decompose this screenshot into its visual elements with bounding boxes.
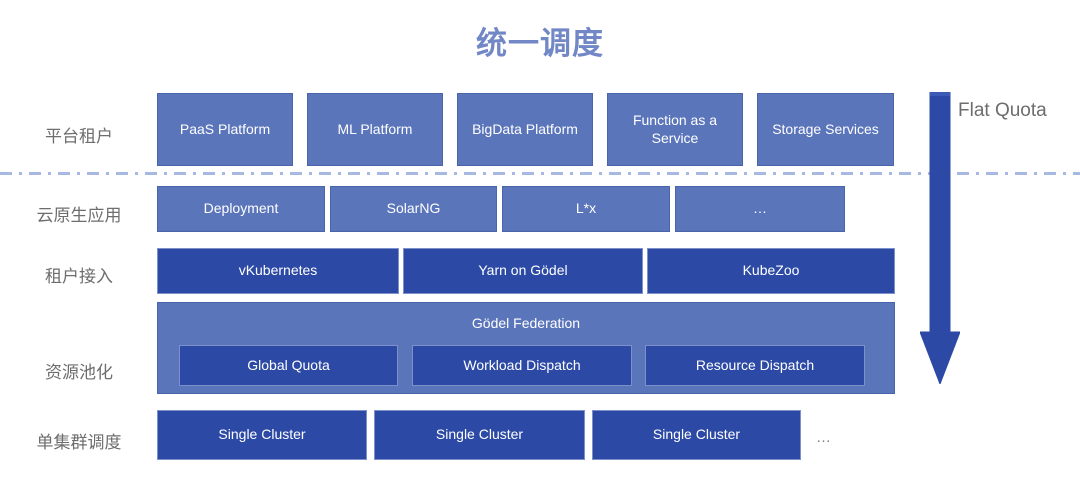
box-single-cluster-2[interactable]: Single Cluster	[374, 410, 585, 460]
box-single-cluster-1[interactable]: Single Cluster	[157, 410, 367, 460]
row-label-resource-pooling: 资源池化	[45, 363, 113, 382]
box-ml-platform[interactable]: ML Platform	[307, 93, 443, 166]
container-title-godel-federation: Gödel Federation	[471, 315, 581, 331]
box-single-cluster-3[interactable]: Single Cluster	[592, 410, 801, 460]
box-workload-dispatch[interactable]: Workload Dispatch	[412, 345, 632, 386]
box-function-as-a-service[interactable]: Function as a Service	[607, 93, 743, 166]
box-lx[interactable]: L*x	[502, 186, 670, 232]
page-title: 统一调度	[476, 26, 604, 61]
box-resource-dispatch[interactable]: Resource Dispatch	[645, 345, 865, 386]
box-yarn-on-godel[interactable]: Yarn on Gödel	[403, 248, 643, 294]
box-deployment[interactable]: Deployment	[157, 186, 325, 232]
layer-divider	[0, 172, 1080, 175]
row-label-cloud-native-app: 云原生应用	[36, 206, 122, 225]
box-cloud-native-more[interactable]: …	[675, 186, 845, 232]
row-label-single-cluster-scheduling: 单集群调度	[36, 433, 122, 452]
single-cluster-ellipsis: …	[816, 429, 833, 446]
box-solarng[interactable]: SolarNG	[330, 186, 497, 232]
row-label-tenant-access: 租户接入	[45, 267, 113, 286]
box-global-quota[interactable]: Global Quota	[179, 345, 398, 386]
box-paas-platform[interactable]: PaaS Platform	[157, 93, 293, 166]
flat-quota-label: Flat Quota	[958, 100, 1047, 121]
box-kubezoo[interactable]: KubeZoo	[647, 248, 895, 294]
row-label-platform-tenant: 平台租户	[45, 127, 113, 146]
box-vkubernetes[interactable]: vKubernetes	[157, 248, 399, 294]
flat-quota-arrow-icon	[920, 92, 960, 384]
box-bigdata-platform[interactable]: BigData Platform	[457, 93, 593, 166]
box-storage-services[interactable]: Storage Services	[757, 93, 894, 166]
